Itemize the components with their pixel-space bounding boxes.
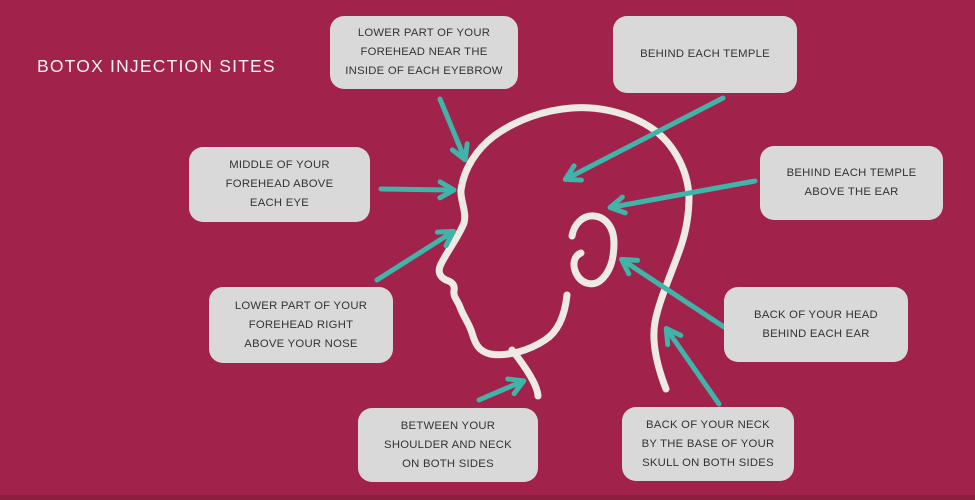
arrow-behind-temple (562, 95, 726, 183)
arrow-above-nose (374, 228, 457, 283)
ear-path (568, 212, 618, 288)
arrow-shoulder-neck (476, 376, 527, 403)
label-card-behind-temple: BEHIND EACH TEMPLE (613, 16, 797, 93)
label-card-above-nose: LOWER PART OF YOUR FOREHEAD RIGHT ABOVE … (209, 287, 393, 363)
label-text: LOWER PART OF YOUR FOREHEAD RIGHT ABOVE … (234, 299, 368, 350)
arrow-mid-forehead (378, 179, 457, 201)
label-card-forehead-eyebrow: LOWER PART OF YOUR FOREHEAD NEAR THE INS… (330, 16, 518, 89)
arrow-forehead-eyebrow (437, 96, 470, 163)
bottom-edge-strip (0, 495, 975, 500)
page-title: BOTOX INJECTION SITES (37, 56, 276, 76)
arrow-neck-base-skull (663, 326, 722, 407)
label-card-mid-forehead: MIDDLE OF YOUR FOREHEAD ABOVE EACH EYE (189, 147, 370, 222)
label-text: BACK OF YOUR HEAD BEHIND EACH EAR (754, 308, 878, 340)
label-text: MIDDLE OF YOUR FOREHEAD ABOVE EACH EYE (225, 159, 334, 209)
neck-front-path (508, 346, 542, 400)
arrow-temple-above-ear (607, 178, 758, 216)
arrow-behind-ear (618, 256, 727, 330)
label-text: LOWER PART OF YOUR FOREHEAD NEAR THE INS… (345, 27, 503, 77)
label-card-shoulder-neck: BETWEEN YOUR SHOULDER AND NECK ON BOTH S… (358, 408, 538, 482)
label-text: BETWEEN YOUR SHOULDER AND NECK ON BOTH S… (384, 419, 512, 470)
head-outline-path (435, 104, 693, 393)
label-text: BEHIND EACH TEMPLE ABOVE THE EAR (786, 167, 917, 198)
label-card-temple-above-ear: BEHIND EACH TEMPLE ABOVE THE EAR (760, 146, 943, 220)
label-card-behind-ear: BACK OF YOUR HEAD BEHIND EACH EAR (724, 287, 908, 362)
label-text: BACK OF YOUR NECK BY THE BASE OF YOUR SK… (641, 418, 775, 469)
label-card-neck-base-skull: BACK OF YOUR NECK BY THE BASE OF YOUR SK… (622, 407, 794, 481)
label-text: BEHIND EACH TEMPLE (640, 48, 770, 60)
